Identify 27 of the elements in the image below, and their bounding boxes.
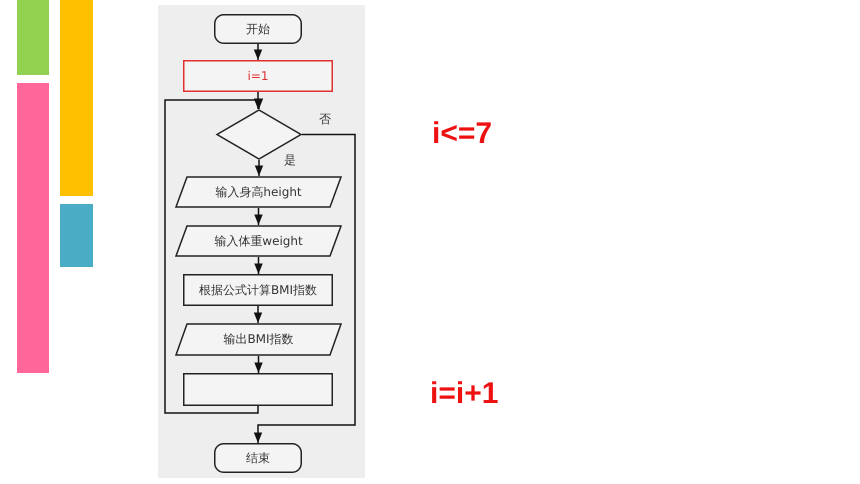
edge-label: 否 [318,110,332,128]
io-parallelogram [175,176,342,208]
annotation-text: i=i+1 [430,377,498,411]
node-text: 根据公式计算BMI指数 [198,282,318,298]
node-text: i=1 [247,69,269,83]
arrow [254,44,262,60]
node-text: 开始 [246,20,270,38]
process-box [183,373,333,406]
annotation-text: i<=7 [432,117,492,151]
io-parallelogram [175,225,342,257]
node-text: 结束 [246,450,270,466]
arrow [254,134,356,443]
arrow [164,98,264,414]
node-text: 输出BMI指数 [223,331,294,348]
arrow [254,356,263,373]
edge-label: 是 [283,152,297,169]
node-text: 输入身高height [215,184,302,200]
arrow [254,208,263,225]
process-box [183,274,333,306]
arrow [254,257,263,274]
node-text: 输入体重weight [214,232,303,250]
terminal-box [214,14,302,44]
terminal-box [214,443,302,473]
arrow [254,306,262,323]
process-box [183,60,333,92]
io-parallelogram [175,323,342,356]
arrow [254,160,264,176]
